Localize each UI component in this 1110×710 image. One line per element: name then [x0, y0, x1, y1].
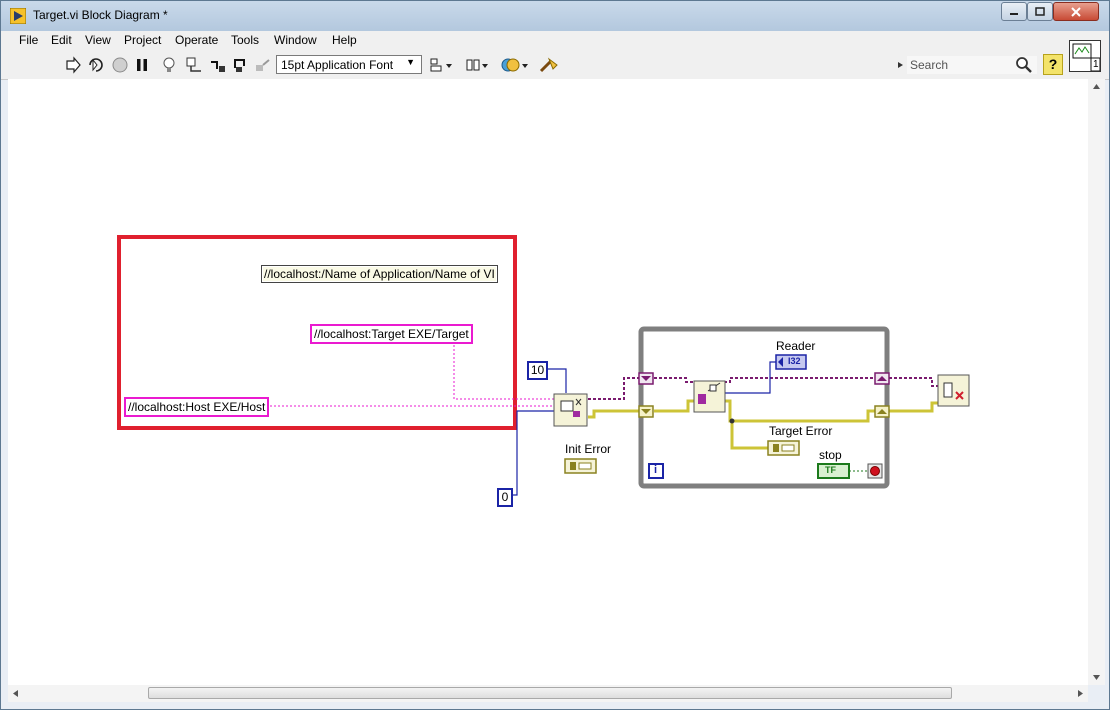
vi-icon-pane[interactable]: 1 [1069, 40, 1101, 72]
wire-junction [729, 418, 735, 424]
error-wire-loop [654, 399, 694, 413]
target-string-constant[interactable]: //localhost:Target EXE/Target [310, 324, 473, 344]
minimize-button[interactable] [1001, 2, 1027, 21]
menu-window[interactable]: Window [274, 33, 317, 47]
distribute-objects-icon[interactable] [465, 56, 491, 74]
stop-condition-icon [870, 466, 880, 476]
read-subvi[interactable] [693, 380, 726, 413]
stop-label: stop [819, 448, 842, 462]
stop-control[interactable] [817, 463, 850, 479]
toolbar: 15pt Application Font ▼ ? [1, 40, 1109, 80]
loop-iteration-label: i [654, 464, 658, 476]
numeric-constant-10[interactable]: 10 [527, 361, 548, 380]
host-string-constant[interactable]: //localhost:Host EXE/Host [124, 397, 270, 417]
horizontal-scroll-arrows-icon [13, 690, 1083, 697]
menu-edit[interactable]: Edit [51, 33, 72, 47]
clean-up-diagram-icon[interactable] [538, 56, 560, 74]
retain-wire-values-icon[interactable] [185, 56, 203, 74]
maximize-button[interactable] [1027, 2, 1053, 21]
error-wire-out [889, 401, 938, 413]
reference-wire-through [724, 377, 876, 383]
context-help-button[interactable]: ? [1043, 54, 1063, 75]
connector-number: 1 [1093, 59, 1099, 70]
search-expand-icon[interactable] [895, 56, 905, 74]
shift-register-right-error[interactable] [874, 405, 890, 418]
reference-wire-in [588, 377, 639, 400]
target-error-label: Target Error [769, 424, 833, 438]
error-wire-in [588, 409, 639, 419]
title-bar: Target.vi Block Diagram * [1, 1, 1109, 31]
vertical-scroll-arrows-icon [1093, 84, 1100, 680]
while-loop[interactable] [638, 326, 890, 489]
reference-wire-out [889, 377, 938, 387]
abort-icon[interactable] [111, 56, 129, 74]
reader-indicator[interactable] [775, 354, 807, 370]
reader-label: Reader [776, 339, 816, 353]
horizontal-scrollbar[interactable] [8, 685, 1088, 702]
target-error-indicator[interactable] [767, 440, 800, 456]
step-out-icon[interactable] [254, 56, 272, 74]
numeric-wire-0 [510, 410, 554, 496]
close-icon [1071, 6, 1081, 17]
search-input[interactable] [907, 56, 1013, 74]
reference-wire-loop [654, 377, 694, 383]
labview-icon [10, 8, 26, 24]
shift-register-right-ref[interactable] [874, 372, 890, 385]
run-arrow-icon[interactable] [64, 56, 82, 74]
menu-project[interactable]: Project [124, 33, 162, 47]
numeric-constant-0[interactable]: 0 [497, 488, 513, 507]
url-template-comment: //localhost:/Name of Application/Name of… [261, 265, 498, 283]
error-wire-through [724, 399, 876, 423]
step-into-icon[interactable] [209, 56, 227, 74]
step-over-icon[interactable] [232, 56, 250, 74]
numeric-wire-10 [546, 368, 567, 393]
init-error-indicator[interactable] [564, 458, 597, 474]
search-icon[interactable] [1015, 56, 1033, 74]
reader-type-label: I32 [788, 356, 801, 366]
init-subvi[interactable] [553, 393, 588, 427]
loop-iteration-terminal[interactable] [648, 463, 664, 479]
menu-file[interactable]: File [19, 33, 39, 47]
font-select[interactable]: 15pt Application Font ▼ [276, 55, 422, 74]
menu-bar: File Edit View Project Operate Tools Win… [1, 31, 1109, 51]
menu-view[interactable]: View [85, 33, 111, 47]
menu-tools[interactable]: Tools [231, 33, 260, 47]
shift-register-left-error[interactable] [638, 405, 654, 418]
highlight-execution-icon[interactable] [160, 56, 178, 74]
block-diagram [117, 235, 970, 496]
close-button[interactable] [1053, 2, 1099, 21]
window-title: Target.vi Block Diagram * [33, 8, 168, 22]
align-objects-icon[interactable] [429, 56, 455, 74]
block-diagram-canvas[interactable]: //localhost:/Name of Application/Name of… [8, 79, 1088, 685]
init-error-label: Init Error [565, 442, 612, 456]
dropdown-arrow-icon: ▼ [406, 57, 415, 67]
reorder-icon[interactable] [501, 56, 531, 74]
maximize-icon [1035, 7, 1045, 16]
vertical-scrollbar[interactable] [1088, 79, 1105, 685]
shift-register-left-ref[interactable] [638, 372, 654, 385]
font-select-value: 15pt Application Font [281, 58, 394, 72]
run-continuously-icon[interactable] [87, 56, 105, 74]
error-wire-indicator [730, 421, 768, 450]
minimize-icon [1010, 12, 1018, 15]
menu-help[interactable]: Help [332, 33, 357, 47]
search-box [907, 56, 1037, 74]
close-subvi[interactable] [937, 374, 970, 407]
horizontal-scroll-thumb[interactable] [148, 687, 952, 699]
target-string-wire [453, 333, 555, 401]
reader-wire [724, 361, 776, 394]
pause-icon[interactable] [133, 56, 151, 74]
menu-operate[interactable]: Operate [175, 33, 219, 47]
stop-type-label: TF [825, 465, 836, 475]
highlight-box [117, 235, 517, 430]
